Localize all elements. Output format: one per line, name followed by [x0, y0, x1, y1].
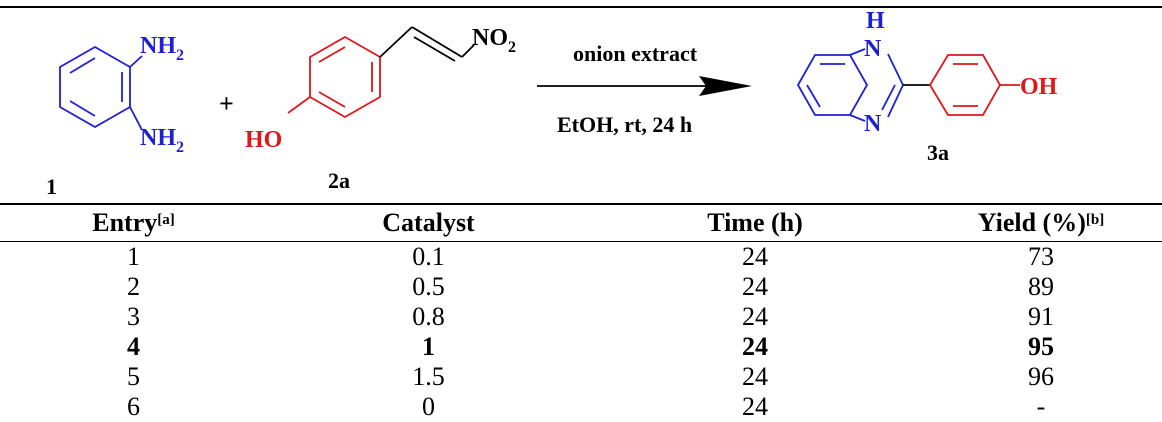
reactant-1-amine-top: NH2: [140, 33, 184, 64]
cell-entry: 3: [127, 302, 140, 331]
reactant-1-structure: [59, 45, 143, 131]
product-nh-nitrogen: N: [864, 36, 882, 62]
reaction-scheme: NH2 NH2 1 + NO2 HO 2a onion extract EtOH…: [46, 8, 1058, 199]
product-nh-hydrogen: H: [866, 8, 885, 34]
header-yield: Yield (%)[b]: [920, 205, 1162, 242]
results-table: Entry[a] Catalyst Time (h) Yield (%)[b] …: [0, 205, 1162, 422]
cell-time: 24: [742, 272, 768, 301]
cell-yield: 91: [1028, 302, 1054, 331]
table-row: 6 0 24 -: [0, 392, 1162, 422]
cell-yield: 73: [1028, 242, 1054, 271]
product-structure: [796, 48, 1020, 122]
conditions-bottom: EtOH, rt, 24 h: [557, 112, 692, 137]
cell-entry: 2: [127, 272, 140, 301]
product-hydroxy: OH: [1020, 74, 1058, 100]
reactant-2-nitro: NO2: [472, 25, 516, 56]
cell-catalyst: 0.5: [412, 272, 445, 301]
cell-entry: 6: [127, 392, 140, 421]
header-time: Time (h): [590, 205, 920, 242]
conditions-top: onion extract: [573, 41, 698, 66]
product-label: 3a: [927, 140, 949, 165]
cell-time: 24: [742, 362, 768, 391]
cell-time: 24: [742, 302, 768, 331]
cell-time: 24: [742, 332, 768, 361]
cell-entry: 5: [127, 362, 140, 391]
reactant-1-amine-bottom: NH2: [140, 125, 184, 156]
cell-yield: 96: [1028, 362, 1054, 391]
cell-catalyst: 1: [422, 332, 435, 361]
product-imine-nitrogen: N: [864, 111, 882, 137]
plus-sign: +: [219, 89, 234, 118]
reactant-2-structure: [287, 26, 475, 119]
cell-yield: -: [1036, 392, 1046, 421]
top-rule: [0, 6, 1162, 8]
table-row: 5 1.5 24 96: [0, 362, 1162, 392]
cell-time: 24: [742, 392, 768, 421]
table-header-row: Entry[a] Catalyst Time (h) Yield (%)[b]: [0, 205, 1162, 242]
table-top-rule: [0, 203, 1162, 205]
cell-catalyst: 0.1: [412, 242, 445, 271]
reactant-1-label: 1: [46, 174, 57, 199]
header-entry: Entry[a]: [0, 205, 267, 242]
reaction-arrow-head: [699, 76, 752, 96]
cell-catalyst: 0: [422, 392, 435, 421]
cell-catalyst: 1.5: [412, 362, 445, 391]
table-row-highlighted: 4 1 24 95: [0, 332, 1162, 362]
table-row: 2 0.5 24 89: [0, 272, 1162, 302]
table-row: 1 0.1 24 73: [0, 242, 1162, 273]
table-row: 3 0.8 24 91: [0, 302, 1162, 332]
cell-yield: 89: [1028, 272, 1054, 301]
cell-time: 24: [742, 242, 768, 271]
cell-catalyst: 0.8: [412, 302, 445, 331]
reactant-2-hydroxy: HO: [245, 127, 282, 153]
header-catalyst: Catalyst: [267, 205, 590, 242]
cell-yield: 95: [1028, 332, 1054, 361]
cell-entry: 4: [127, 332, 140, 361]
cell-entry: 1: [127, 242, 140, 271]
reactant-2-label: 2a: [328, 168, 350, 193]
